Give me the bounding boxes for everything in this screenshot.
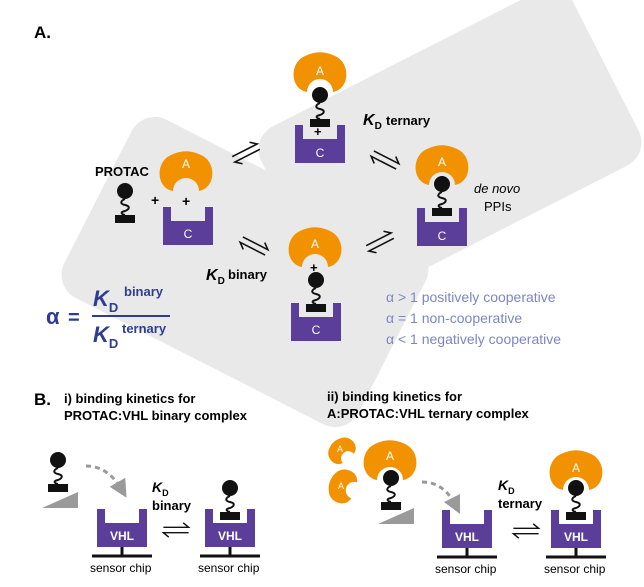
plus-sign: + <box>314 124 322 139</box>
de-novo-label: de novo <box>474 181 520 196</box>
binder-letter: A <box>438 155 446 169</box>
dashed-binding-arrow <box>85 464 127 498</box>
dashed-binding-arrow <box>421 480 461 515</box>
sensor-chip-label: sensor chip <box>90 561 152 575</box>
svg-text:binary: binary <box>152 498 192 513</box>
gray-panel-lower-left <box>61 116 429 428</box>
concentration-wedge <box>378 508 414 524</box>
equilibrium-arrow <box>512 523 540 539</box>
svg-text:KD: KD <box>152 479 169 498</box>
svg-text:α: α <box>46 304 60 329</box>
panel-b-label: B. <box>34 390 51 409</box>
sensor-chip-label: sensor chip <box>198 561 260 575</box>
sensor-chip-label: sensor chip <box>544 562 606 576</box>
binder-letter: A <box>386 449 394 463</box>
protac-molecule <box>565 479 587 521</box>
vhl-label: VHL <box>218 529 242 543</box>
svg-text:KD: KD <box>363 112 382 132</box>
equilibrium-arrow <box>162 522 190 538</box>
binder-letter: A <box>337 444 343 454</box>
kd-ternary-label: KD ternary <box>363 112 431 132</box>
kd-binary-label: KD binary <box>206 267 268 287</box>
coop-line: α = 1 non-cooperative <box>386 310 522 326</box>
cooperativity-legend: α > 1 positively cooperative α = 1 non-c… <box>386 289 561 347</box>
protac-molecule <box>380 469 402 511</box>
binder-letter: A <box>311 237 319 251</box>
ligase-letter: C <box>438 229 447 243</box>
alpha-equation: α = KD binary KD ternary <box>46 284 170 351</box>
ligase-letter: C <box>184 227 193 241</box>
svg-text:KD: KD <box>93 322 118 351</box>
binder-letter: A <box>338 481 344 491</box>
plus-sign: + <box>310 260 318 275</box>
ligase-letter: C <box>312 323 321 337</box>
binder-letter: A <box>572 461 580 475</box>
svg-text:ternary: ternary <box>386 113 431 128</box>
svg-text:KD: KD <box>206 267 225 287</box>
concentration-wedge <box>42 492 78 508</box>
protac-molecule <box>47 451 69 493</box>
right-title-line-2: A:PROTAC:VHL ternary complex <box>327 406 530 421</box>
svg-text:binary: binary <box>124 284 164 299</box>
plus-sign: + <box>182 193 190 209</box>
vhl-label: VHL <box>564 530 588 544</box>
coop-line: α < 1 negatively cooperative <box>386 331 561 347</box>
svg-text:KD: KD <box>498 477 515 496</box>
coop-line: α > 1 positively cooperative <box>386 289 556 305</box>
vhl-label: VHL <box>455 530 479 544</box>
svg-text:ternary: ternary <box>122 321 167 336</box>
protac-label: PROTAC <box>95 164 150 179</box>
binder-letter: A <box>316 64 324 78</box>
kd-ternary-label: KD ternary <box>498 477 543 511</box>
svg-text:KD: KD <box>93 286 118 315</box>
panel-a-label: A. <box>34 23 51 42</box>
plus-sign: + <box>151 192 159 208</box>
sensor-chip-label: sensor chip <box>435 562 497 576</box>
left-title-line-2: PROTAC:VHL binary complex <box>64 408 248 423</box>
kd-binary-label: KD binary <box>152 479 192 513</box>
ligase-letter: C <box>316 146 325 160</box>
vhl-label: VHL <box>110 529 134 543</box>
svg-text:binary: binary <box>228 267 268 282</box>
binder-letter: A <box>182 157 190 171</box>
ppis-label: PPIs <box>484 199 512 214</box>
right-title-line-1: ii) binding kinetics for <box>327 389 462 404</box>
left-title-line-1: i) binding kinetics for <box>64 391 195 406</box>
protac-molecule <box>219 479 241 521</box>
svg-text:ternary: ternary <box>498 496 543 511</box>
svg-text:=: = <box>68 307 80 329</box>
